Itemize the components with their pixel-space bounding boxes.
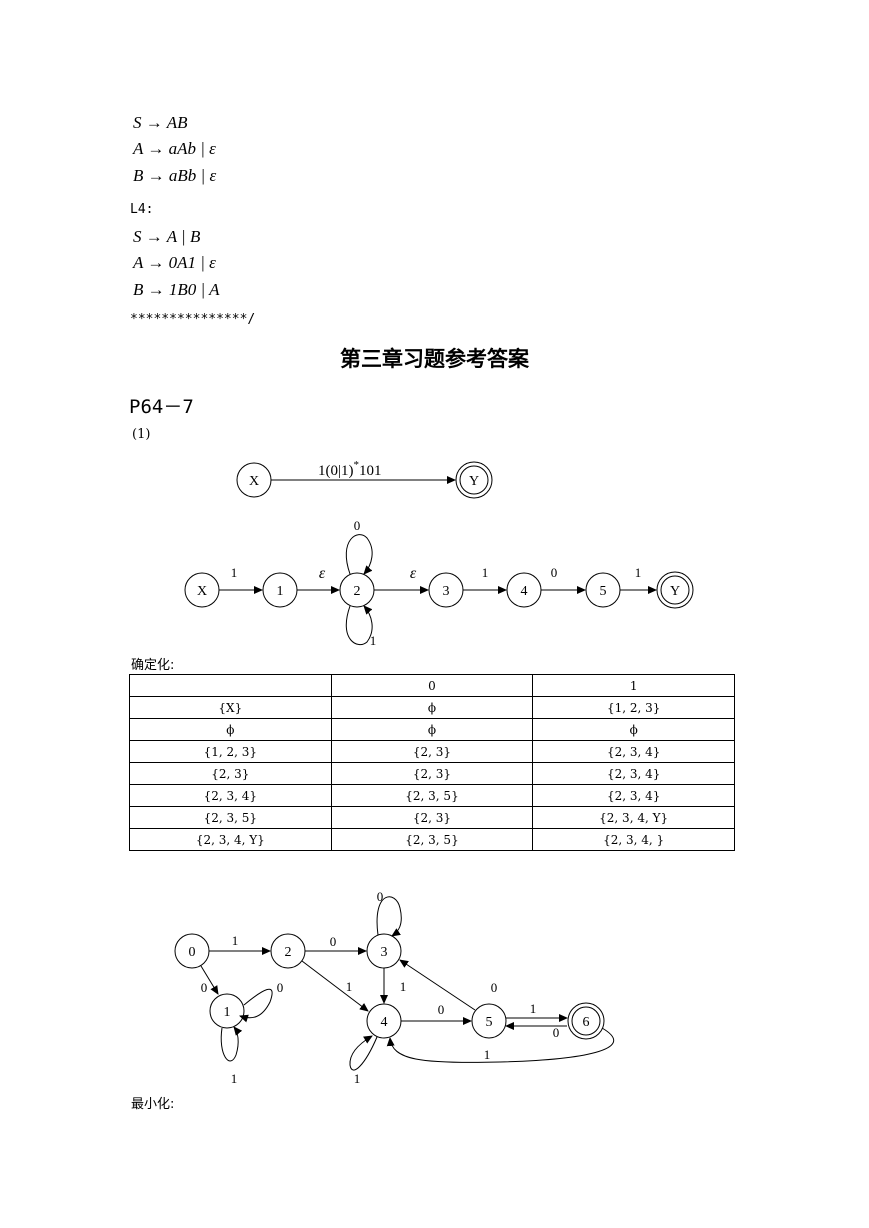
grammar-line-3: B → aBb | ε xyxy=(133,166,217,185)
dfa-state-6: 6 xyxy=(583,1015,590,1030)
table-header-cell: 1 xyxy=(532,674,735,697)
table-cell: {2, 3} xyxy=(330,740,534,763)
table-row: {1, 2, 3}{2, 3}{2, 3, 4} xyxy=(129,740,735,763)
table-cell: {2, 3, 5} xyxy=(330,828,534,851)
table-row: {X}ϕ{1, 2, 3} xyxy=(129,696,735,719)
table-cell: {2, 3, 4} xyxy=(129,784,332,807)
nfa2-state-3: 3 xyxy=(443,584,450,599)
problem-number: P64－7 xyxy=(129,396,194,418)
table-cell: {2, 3, 5} xyxy=(129,806,332,829)
l4-line-1: S → A | B xyxy=(133,227,201,246)
chapter-title: 第三章习题参考答案 xyxy=(340,347,529,371)
table-cell: {2, 3, 5} xyxy=(330,784,534,807)
table-row: {2, 3, 5}{2, 3}{2, 3, 4, Y} xyxy=(129,806,735,829)
nfa2-label-5: 1 xyxy=(635,565,642,580)
table-cell: ϕ xyxy=(532,718,735,741)
nfa1-state-y-outer xyxy=(455,461,493,499)
dfa-label-6-4: 1 xyxy=(484,1047,491,1062)
nfa2-state-y: Y xyxy=(670,584,680,599)
table-cell: {2, 3, 4, Y} xyxy=(532,806,735,829)
table-cell: {2, 3} xyxy=(129,762,332,785)
minimize-label: 最小化: xyxy=(131,1097,175,1112)
dfa-label-2-4: 1 xyxy=(346,979,353,994)
dfa-label-1-loop-bottom: 1 xyxy=(231,1071,238,1086)
dfa-label-5-6: 1 xyxy=(530,1001,537,1016)
dfa-label-3-loop: 0 xyxy=(377,889,384,904)
nfa2-state-4: 4 xyxy=(521,584,528,599)
table-cell: ϕ xyxy=(330,718,534,741)
table-row: {2, 3, 4, Y}{2, 3, 5}{2, 3, 4, } xyxy=(129,828,735,851)
nfa2-label-eps-2: ε xyxy=(410,565,417,582)
determinize-label: 确定化: xyxy=(131,658,175,673)
nfa1-state-y-label: Y xyxy=(469,474,479,489)
dfa-label-4-5: 0 xyxy=(438,1002,445,1017)
table-cell: {2, 3, 4, } xyxy=(532,828,735,851)
table-header-cell: 0 xyxy=(330,674,534,697)
dfa-label-4-loop: 1 xyxy=(354,1071,361,1086)
grammar-line-2: A → aAb | ε xyxy=(133,139,216,158)
table-cell: {1, 2, 3} xyxy=(129,740,332,763)
nfa1-state-y-inner xyxy=(459,465,489,495)
dfa-state-0: 0 xyxy=(189,945,196,960)
part-number: (1) xyxy=(132,427,151,442)
nfa2-label-3: 1 xyxy=(482,565,489,580)
dfa-state-4: 4 xyxy=(381,1015,388,1030)
dfa-label-3-4: 1 xyxy=(400,979,407,994)
grammar-line-1: S → AB xyxy=(133,113,188,132)
table-cell: {1, 2, 3} xyxy=(532,696,735,719)
table-cell: {2, 3} xyxy=(330,762,534,785)
table-cell: {2, 3, 4, Y} xyxy=(129,828,332,851)
table-header-cell xyxy=(129,674,332,697)
table-cell: {X} xyxy=(129,696,332,719)
dfa-label-1-loop-top: 0 xyxy=(277,980,284,995)
dfa-state-2: 2 xyxy=(285,945,292,960)
dfa-diagram: 0 1 2 3 4 5 6 1 0 0 1 0 0 1 1 0 0 1 0 1 … xyxy=(174,889,615,1086)
nfa2-state-x: X xyxy=(197,584,207,599)
dfa-state-1: 1 xyxy=(224,1005,231,1020)
table-row: {2, 3, 4}{2, 3, 5}{2, 3, 4} xyxy=(129,784,735,807)
table-cell: {2, 3} xyxy=(330,806,534,829)
nfa2-state-2: 2 xyxy=(354,584,361,599)
nfa1-edge-label: 1(0|1)*101 xyxy=(318,459,382,479)
nfa-diagram-2: X 1 2 3 4 5 Y 1 ε ε 1 0 1 0 1 xyxy=(184,518,694,648)
nfa2-state-5: 5 xyxy=(600,584,607,599)
dfa-state-3: 3 xyxy=(381,945,388,960)
table-cell: {2, 3, 4} xyxy=(532,762,735,785)
nfa1-state-x-label: X xyxy=(249,474,259,489)
nfa2-label-1: 1 xyxy=(231,565,238,580)
nfa-diagram-1: X Y 1(0|1)*101 xyxy=(236,459,493,499)
table-cell: {2, 3, 4} xyxy=(532,784,735,807)
dfa-label-6-5: 0 xyxy=(553,1025,560,1040)
nfa2-loop-bottom-label: 1 xyxy=(370,633,377,648)
table-cell: {2, 3, 4} xyxy=(532,740,735,763)
l4-line-2: A → 0A1 | ε xyxy=(133,253,216,272)
l4-line-3: B → 1B0 | A xyxy=(133,280,220,299)
dfa-label-0-2: 1 xyxy=(232,933,239,948)
table-row: {2, 3}{2, 3}{2, 3, 4} xyxy=(129,762,735,785)
nfa2-loop-top-label: 0 xyxy=(354,518,361,533)
nfa2-state-1: 1 xyxy=(277,584,284,599)
nfa2-label-eps-1: ε xyxy=(319,565,326,582)
table-cell: ϕ xyxy=(330,696,534,719)
comment-end: ***************/ xyxy=(130,312,256,327)
table-cell: ϕ xyxy=(129,718,332,741)
l4-label: L4: xyxy=(130,202,154,217)
dfa-label-2-3: 0 xyxy=(330,934,337,949)
dfa-label-5-3: 0 xyxy=(491,980,498,995)
dfa-label-0-1: 0 xyxy=(201,980,208,995)
dfa-state-5: 5 xyxy=(486,1015,493,1030)
nfa2-label-4: 0 xyxy=(551,565,558,580)
